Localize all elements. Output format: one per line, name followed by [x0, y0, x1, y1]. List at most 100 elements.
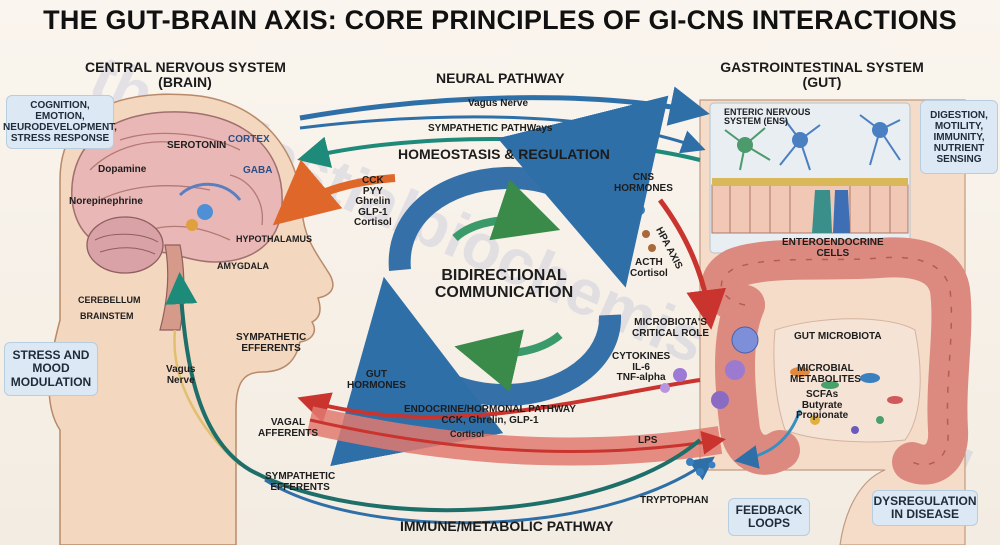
gut-function-5: SENSING — [936, 153, 982, 165]
microbiota-role-line2: CRITICAL ROLE — [632, 327, 710, 339]
cytokines-line2: IL-6 — [632, 361, 650, 373]
feedback-line2: LOOPS — [747, 516, 790, 530]
cerebellum-label: CEREBELLUM — [78, 295, 141, 305]
acth-line2: Cortisol — [630, 267, 668, 279]
gut-function-1: DIGESTION, — [930, 109, 988, 121]
cytokines-line1: CYTOKINES — [612, 351, 671, 362]
immune-pathway-label: IMMUNE/METABOLIC PATHWAY — [400, 518, 614, 534]
brain-function-1: COGNITION, — [30, 100, 90, 111]
page-title: THE GUT-BRAIN AXIS: CORE PRINCIPLES OF G… — [43, 5, 957, 35]
brain-function-2: EMOTION, — [35, 111, 85, 122]
sympathetic-efferents-lower: SYMPATHETIC EFFERENTS — [265, 471, 335, 493]
cns-hormones-label: CNS HORMONES — [614, 172, 673, 194]
feedback-loops-box: FEEDBACK LOOPS — [728, 498, 810, 536]
microbiota-role-label: MICROBIOTA'S CRITICAL ROLE — [632, 317, 710, 339]
vagus-nerve-top: Vagus Nerve — [468, 98, 529, 109]
ens-line2: SYSTEM (ENS) — [724, 116, 789, 127]
bidirectional-label: BIDIRECTIONAL COMMUNICATION — [422, 267, 586, 302]
gut-heading-line2: (GUT) — [802, 73, 842, 90]
bidirectional-line1: BIDIRECTIONAL — [441, 267, 567, 284]
vagus-left-line2: Nerve — [166, 374, 195, 386]
dysregulation-box: DYSREGULATION IN DISEASE — [872, 490, 978, 526]
gut-function-4: NUTRIENT — [933, 142, 985, 154]
amygdala-label: AMYGDALA — [217, 261, 269, 271]
sympathetic-efferents-lower-line2: EFFERENTS — [270, 481, 330, 493]
gut-hormones-line2: HORMONES — [347, 379, 406, 391]
hormone-cck: CCK — [362, 175, 384, 186]
vagal-afferents-line1: VAGAL — [270, 417, 306, 428]
colon — [701, 237, 972, 485]
cns-heading-line2: (BRAIN) — [158, 73, 212, 90]
brainstem-label: BRAINSTEM — [80, 311, 134, 321]
metabolites-line2: METABOLITES — [790, 373, 861, 385]
enteroendocrine-label: ENTEROENDOCRINE CELLS — [782, 237, 884, 259]
brain-functions-box: COGNITION, EMOTION, NEURODEVELOPMENT, ST… — [3, 95, 117, 149]
gut-microbiota-label: GUT MICROBIOTA — [794, 331, 882, 342]
gut-torso — [699, 99, 972, 545]
acth-line1: ACTH — [635, 257, 663, 268]
dysregulation-line1: DYSREGULATION — [873, 493, 977, 508]
vagus-nerve-left: Vagus Nerve — [166, 364, 196, 386]
brain-function-3: NEURODEVELOPMENT, — [3, 122, 117, 133]
gut-function-3: IMMUNITY, — [933, 131, 985, 143]
dysregulation-line2: IN DISEASE — [890, 507, 959, 521]
gut-hormones-line1: GUT — [365, 369, 387, 380]
ens-neurons — [724, 114, 901, 171]
dopamine-label: Dopamine — [98, 164, 147, 175]
stress-line1: STRESS AND — [12, 348, 90, 363]
hypothalamus-label: HYPOTHALAMUS — [236, 234, 312, 244]
homeostasis-label: HOMEOSTASIS & REGULATION — [398, 146, 610, 162]
sympathetic-efferents-upper: SYMPATHETIC EFFERENTS — [236, 332, 307, 354]
gut-heading-line1: GASTROINTESTINAL SYSTEM — [720, 59, 924, 75]
sympathetic-efferents-upper-line1: SYMPATHETIC — [236, 332, 307, 343]
hormones-list-left: CCK PYY Ghrelin GLP-1 Cortisol — [354, 175, 392, 229]
stress-line2: MOOD — [32, 361, 70, 376]
scfas-line1: SCFAs — [806, 389, 839, 400]
endocrine-pathway-label: ENDOCRINE/HORMONAL PATHWAY CCK, Ghrelin,… — [404, 404, 576, 426]
scfas-label: SCFAs Butyrate Propionate — [796, 389, 849, 422]
endocrine-line1: ENDOCRINE/HORMONAL PATHWAY — [404, 404, 576, 415]
gut-function-2: MOTILITY, — [934, 120, 984, 132]
sympathetic-efferents-upper-line2: EFFERENTS — [241, 342, 301, 354]
scfas-line2: Butyrate — [801, 399, 843, 411]
gaba-label: GABA — [243, 165, 273, 176]
endocrine-line2: CCK, Ghrelin, GLP-1 — [441, 414, 539, 426]
metabolites-line1: MICROBIAL — [797, 363, 854, 374]
stress-line3: MODULATION — [10, 374, 92, 389]
acth-label: ACTH Cortisol — [630, 257, 668, 279]
brain-function-4: STRESS RESPONSE — [10, 133, 110, 144]
enteroendocrine-line2: CELLS — [816, 247, 850, 259]
bidirectional-line2: COMMUNICATION — [434, 283, 574, 301]
bidirectional-cycle — [330, 95, 669, 467]
vagal-afferents-label: VAGAL AFFERENTS — [258, 417, 318, 439]
hormone-pyy: PYY — [362, 185, 383, 197]
ens-label: ENTERIC NERVOUS SYSTEM (ENS) — [724, 107, 811, 127]
lps-label: LPS — [638, 435, 658, 446]
cortex-label: CORTEX — [228, 134, 270, 145]
enteroendocrine-line1: ENTEROENDOCRINE — [782, 237, 884, 248]
hormone-ghrelin: Ghrelin — [355, 196, 391, 207]
epithelium — [711, 178, 909, 234]
cns-heading: CENTRAL NERVOUS SYSTEM (BRAIN) — [85, 59, 286, 90]
serotonin-label: SEROTONIN — [167, 140, 227, 151]
scfas-line3: Propionate — [796, 410, 849, 421]
gut-heading: GASTROINTESTINAL SYSTEM (GUT) — [712, 60, 932, 89]
norepinephrine-label: Norepinephrine — [69, 196, 143, 207]
hormone-glp1: GLP-1 — [358, 206, 388, 218]
cytokines-label: CYTOKINES IL-6 TNF-alpha — [612, 351, 671, 384]
sympathetic-pathways-label: SYMPATHETIC PATHWays — [428, 123, 553, 134]
stress-mood-box: STRESS AND MOOD MODULATION — [4, 342, 98, 396]
vagus-left-line1: Vagus — [166, 364, 196, 375]
cns-heading-line1: CENTRAL NERVOUS SYSTEM — [85, 59, 286, 75]
cortisol-small-label: Cortisol — [450, 429, 485, 439]
vagal-afferents-line2: AFFERENTS — [258, 427, 318, 439]
brain-illustration — [71, 111, 283, 331]
cns-hormones-line1: CNS — [632, 172, 655, 183]
ens-line1: ENTERIC NERVOUS — [724, 107, 811, 117]
gut-functions-box: DIGESTION, MOTILITY, IMMUNITY, NUTRIENT … — [920, 100, 998, 174]
microbes — [711, 326, 903, 434]
feedback-line1: FEEDBACK — [735, 502, 803, 517]
cytokines-line3: TNF-alpha — [616, 372, 666, 383]
